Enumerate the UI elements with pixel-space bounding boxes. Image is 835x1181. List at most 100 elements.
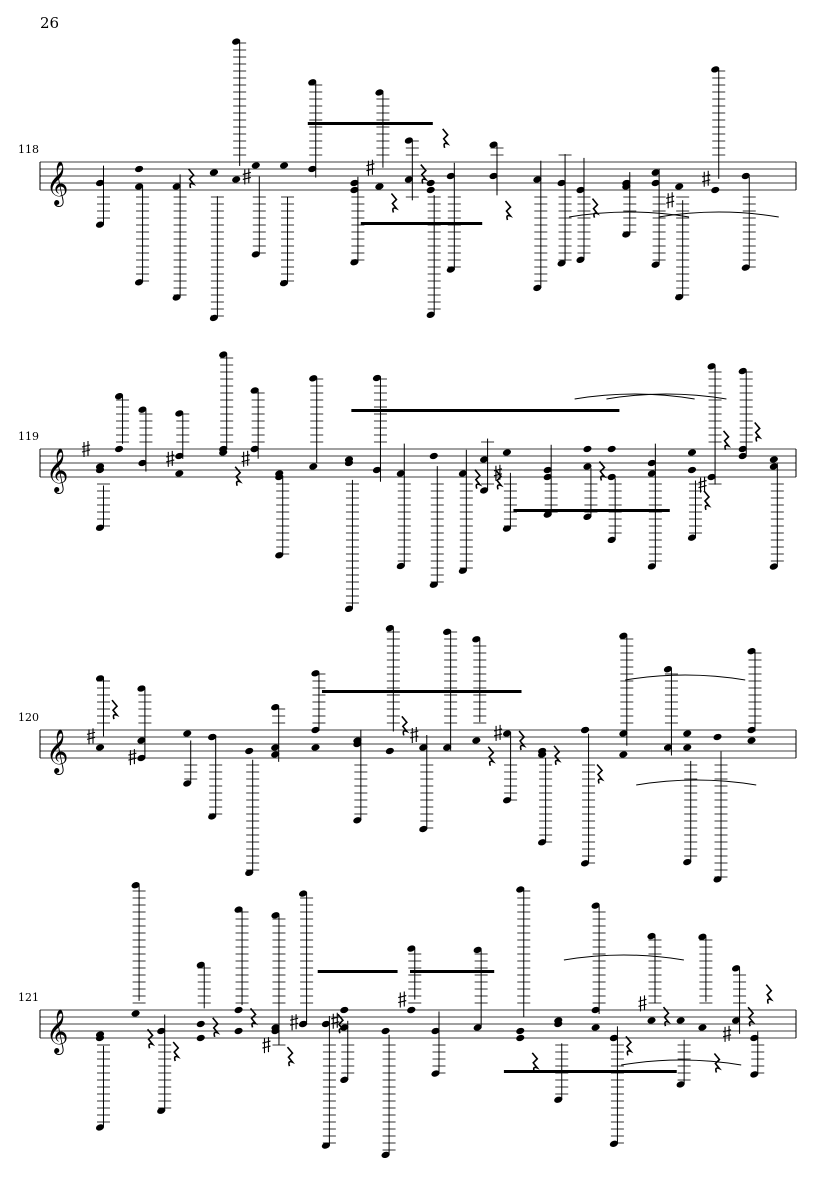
notehead bbox=[557, 260, 566, 267]
notehead bbox=[209, 169, 218, 176]
notehead bbox=[607, 445, 616, 453]
slur bbox=[568, 211, 690, 218]
slur bbox=[621, 1059, 742, 1066]
slur bbox=[636, 779, 757, 786]
notehead bbox=[311, 726, 320, 734]
notehead bbox=[114, 445, 124, 453]
notehead bbox=[446, 172, 455, 180]
notehead bbox=[731, 965, 741, 972]
notehead bbox=[134, 279, 144, 286]
slur bbox=[625, 674, 746, 681]
notehead bbox=[219, 445, 228, 453]
notehead bbox=[738, 452, 747, 460]
notehead bbox=[275, 552, 284, 559]
sharp-icon bbox=[493, 464, 503, 481]
notehead bbox=[250, 445, 259, 453]
beam bbox=[370, 222, 483, 225]
sharp-icon bbox=[722, 1025, 732, 1042]
notehead bbox=[271, 1027, 280, 1035]
rest-icon bbox=[553, 745, 562, 766]
sharp-icon bbox=[702, 170, 711, 187]
rest-icon bbox=[212, 1017, 221, 1038]
notehead bbox=[183, 730, 192, 737]
notehead bbox=[321, 1142, 330, 1149]
slur bbox=[563, 954, 684, 961]
notehead bbox=[138, 406, 147, 413]
notehead bbox=[309, 463, 318, 470]
notehead bbox=[647, 932, 656, 940]
beam bbox=[409, 970, 495, 973]
notehead bbox=[591, 902, 600, 909]
notehead bbox=[426, 179, 435, 187]
notehead bbox=[95, 675, 105, 682]
notehead bbox=[738, 445, 747, 453]
notehead bbox=[651, 179, 660, 187]
notehead bbox=[533, 176, 542, 183]
notehead bbox=[607, 536, 616, 544]
rest-icon bbox=[474, 469, 483, 489]
rest-icon bbox=[487, 746, 496, 766]
notehead bbox=[698, 1024, 707, 1031]
notehead bbox=[554, 1096, 563, 1103]
notehead bbox=[350, 259, 359, 266]
notehead bbox=[622, 183, 631, 190]
measure-number: 119 bbox=[18, 430, 39, 443]
notehead bbox=[340, 1006, 349, 1014]
rest-icon bbox=[420, 164, 429, 184]
notehead bbox=[676, 1017, 685, 1024]
notehead bbox=[271, 912, 280, 919]
sharp-icon bbox=[398, 991, 407, 1008]
notehead bbox=[502, 449, 511, 456]
notehead bbox=[503, 730, 512, 737]
notehead bbox=[557, 179, 566, 187]
slur bbox=[658, 211, 779, 218]
notehead bbox=[350, 186, 359, 194]
notehead bbox=[381, 1151, 390, 1159]
notehead bbox=[95, 744, 105, 751]
rest-icon bbox=[172, 1041, 181, 1062]
notehead bbox=[609, 1140, 619, 1147]
rest-icon bbox=[146, 1028, 156, 1049]
notehead bbox=[473, 1024, 482, 1031]
notehead bbox=[404, 176, 413, 183]
notehead bbox=[750, 1071, 759, 1078]
notehead bbox=[234, 1027, 243, 1035]
notehead bbox=[134, 183, 144, 190]
rest-icon bbox=[591, 198, 600, 218]
beam bbox=[503, 1070, 677, 1073]
rest-icon bbox=[286, 1046, 295, 1067]
notehead bbox=[683, 730, 692, 737]
rest-icon bbox=[598, 460, 607, 481]
notehead bbox=[208, 733, 217, 741]
notehead bbox=[458, 470, 467, 477]
notehead bbox=[172, 294, 181, 301]
treble-clef-icon: 𝄞 bbox=[46, 161, 68, 207]
notehead bbox=[472, 737, 481, 744]
notehead bbox=[687, 466, 697, 474]
notehead bbox=[271, 751, 280, 758]
notehead bbox=[619, 751, 628, 758]
notehead bbox=[619, 730, 628, 737]
notehead bbox=[647, 1017, 656, 1024]
notehead bbox=[308, 165, 317, 173]
notehead bbox=[651, 261, 660, 268]
notehead bbox=[713, 876, 722, 883]
notehead bbox=[543, 511, 552, 518]
rest-icon bbox=[596, 763, 605, 784]
beam bbox=[494, 409, 620, 412]
notehead bbox=[698, 933, 707, 940]
notehead bbox=[309, 375, 318, 382]
notehead bbox=[687, 534, 697, 541]
notehead bbox=[479, 456, 489, 463]
notehead bbox=[353, 817, 362, 824]
notehead bbox=[446, 266, 455, 273]
notehead bbox=[750, 1034, 759, 1042]
notehead bbox=[209, 314, 218, 322]
notehead bbox=[576, 186, 585, 194]
notehead bbox=[279, 279, 289, 287]
notehead bbox=[95, 463, 105, 470]
notehead bbox=[95, 1034, 105, 1042]
notehead bbox=[131, 882, 140, 889]
notehead bbox=[275, 473, 284, 481]
notehead bbox=[747, 737, 756, 744]
